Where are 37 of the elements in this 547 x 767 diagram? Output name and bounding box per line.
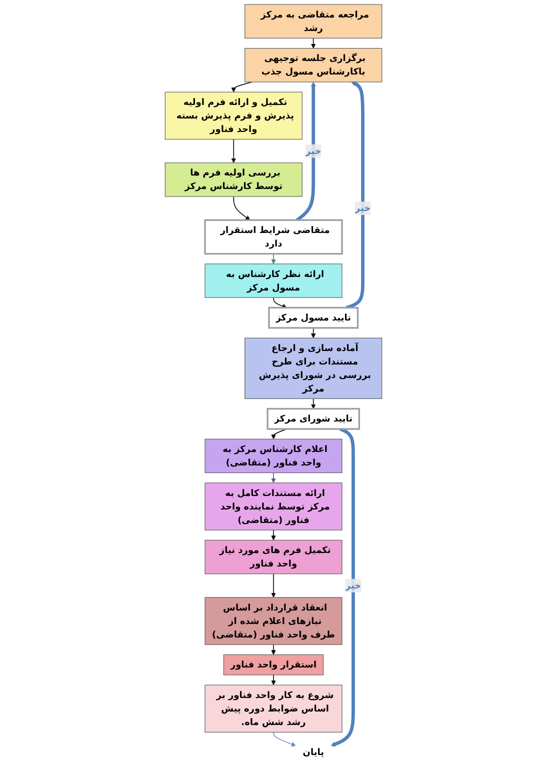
node-box: برگزاری جلسه توجیهی باکارشناس مسول جذب xyxy=(244,48,382,82)
arrow xyxy=(310,328,316,338)
edge-label: خیر xyxy=(306,145,322,156)
node-box: انعقاد قرارداد بر اساس نیازهای اعلام شده از طرف واحد فناور (متقاضی) xyxy=(204,597,342,645)
arrow xyxy=(310,38,316,49)
node-box: بررسی اولیه فرم ها توسط کارشناس مرکز xyxy=(164,162,302,197)
arrow xyxy=(346,81,364,310)
node-box: ارائه نظر کارشناس به مسول مرکز xyxy=(204,264,342,298)
node-text: پایان xyxy=(302,746,324,758)
arrow xyxy=(296,82,316,222)
arrow xyxy=(233,196,250,220)
arrow xyxy=(271,573,276,598)
node-box: شروع به کار واحد فناور بر اساس ضوابط دوره پیش رشد شش ماه. xyxy=(204,684,342,732)
node-box: استقرار واحد فناور xyxy=(223,654,324,676)
arrow xyxy=(271,428,288,440)
node-box: تکمیل و ارائه فرم اولیه پذیرش و فرم پذیرش بسته واحد فناور xyxy=(164,92,302,140)
edge-label: خیر xyxy=(345,580,362,591)
arrow xyxy=(271,472,276,484)
arrow xyxy=(271,674,276,686)
arrow xyxy=(330,427,355,747)
arrow xyxy=(273,297,288,308)
arrow xyxy=(271,644,276,655)
arrow xyxy=(231,138,236,164)
arrow xyxy=(273,732,296,747)
node-box: تایید مسول مرکز xyxy=(268,306,359,329)
node-box: آماده سازی و ارجاع مستندات برای طرح بررسی در شورای پذیرش مرکز xyxy=(244,338,382,399)
node-box: مراجعه متقاضی به مرکز رشد xyxy=(244,4,382,38)
edge-label: خیر xyxy=(354,202,371,214)
arrow xyxy=(271,253,276,264)
node-box: متقاضی شرایط استقرار دارد xyxy=(204,219,343,255)
node-box: ارائه مستندات کامل به مرکز توسط نماینده واحد فناور (متقاضی) xyxy=(204,482,342,530)
arrow xyxy=(231,82,252,92)
arrow xyxy=(271,530,276,540)
arrow xyxy=(310,398,316,409)
node-box: اعلام کارشناس مرکز به واحد فناور (متقاضی) xyxy=(204,438,342,474)
node-box: تایید شورای مرکز xyxy=(266,408,360,430)
node-box: تکمیل فرم های مورد نیاز واحد فناور xyxy=(204,540,342,574)
